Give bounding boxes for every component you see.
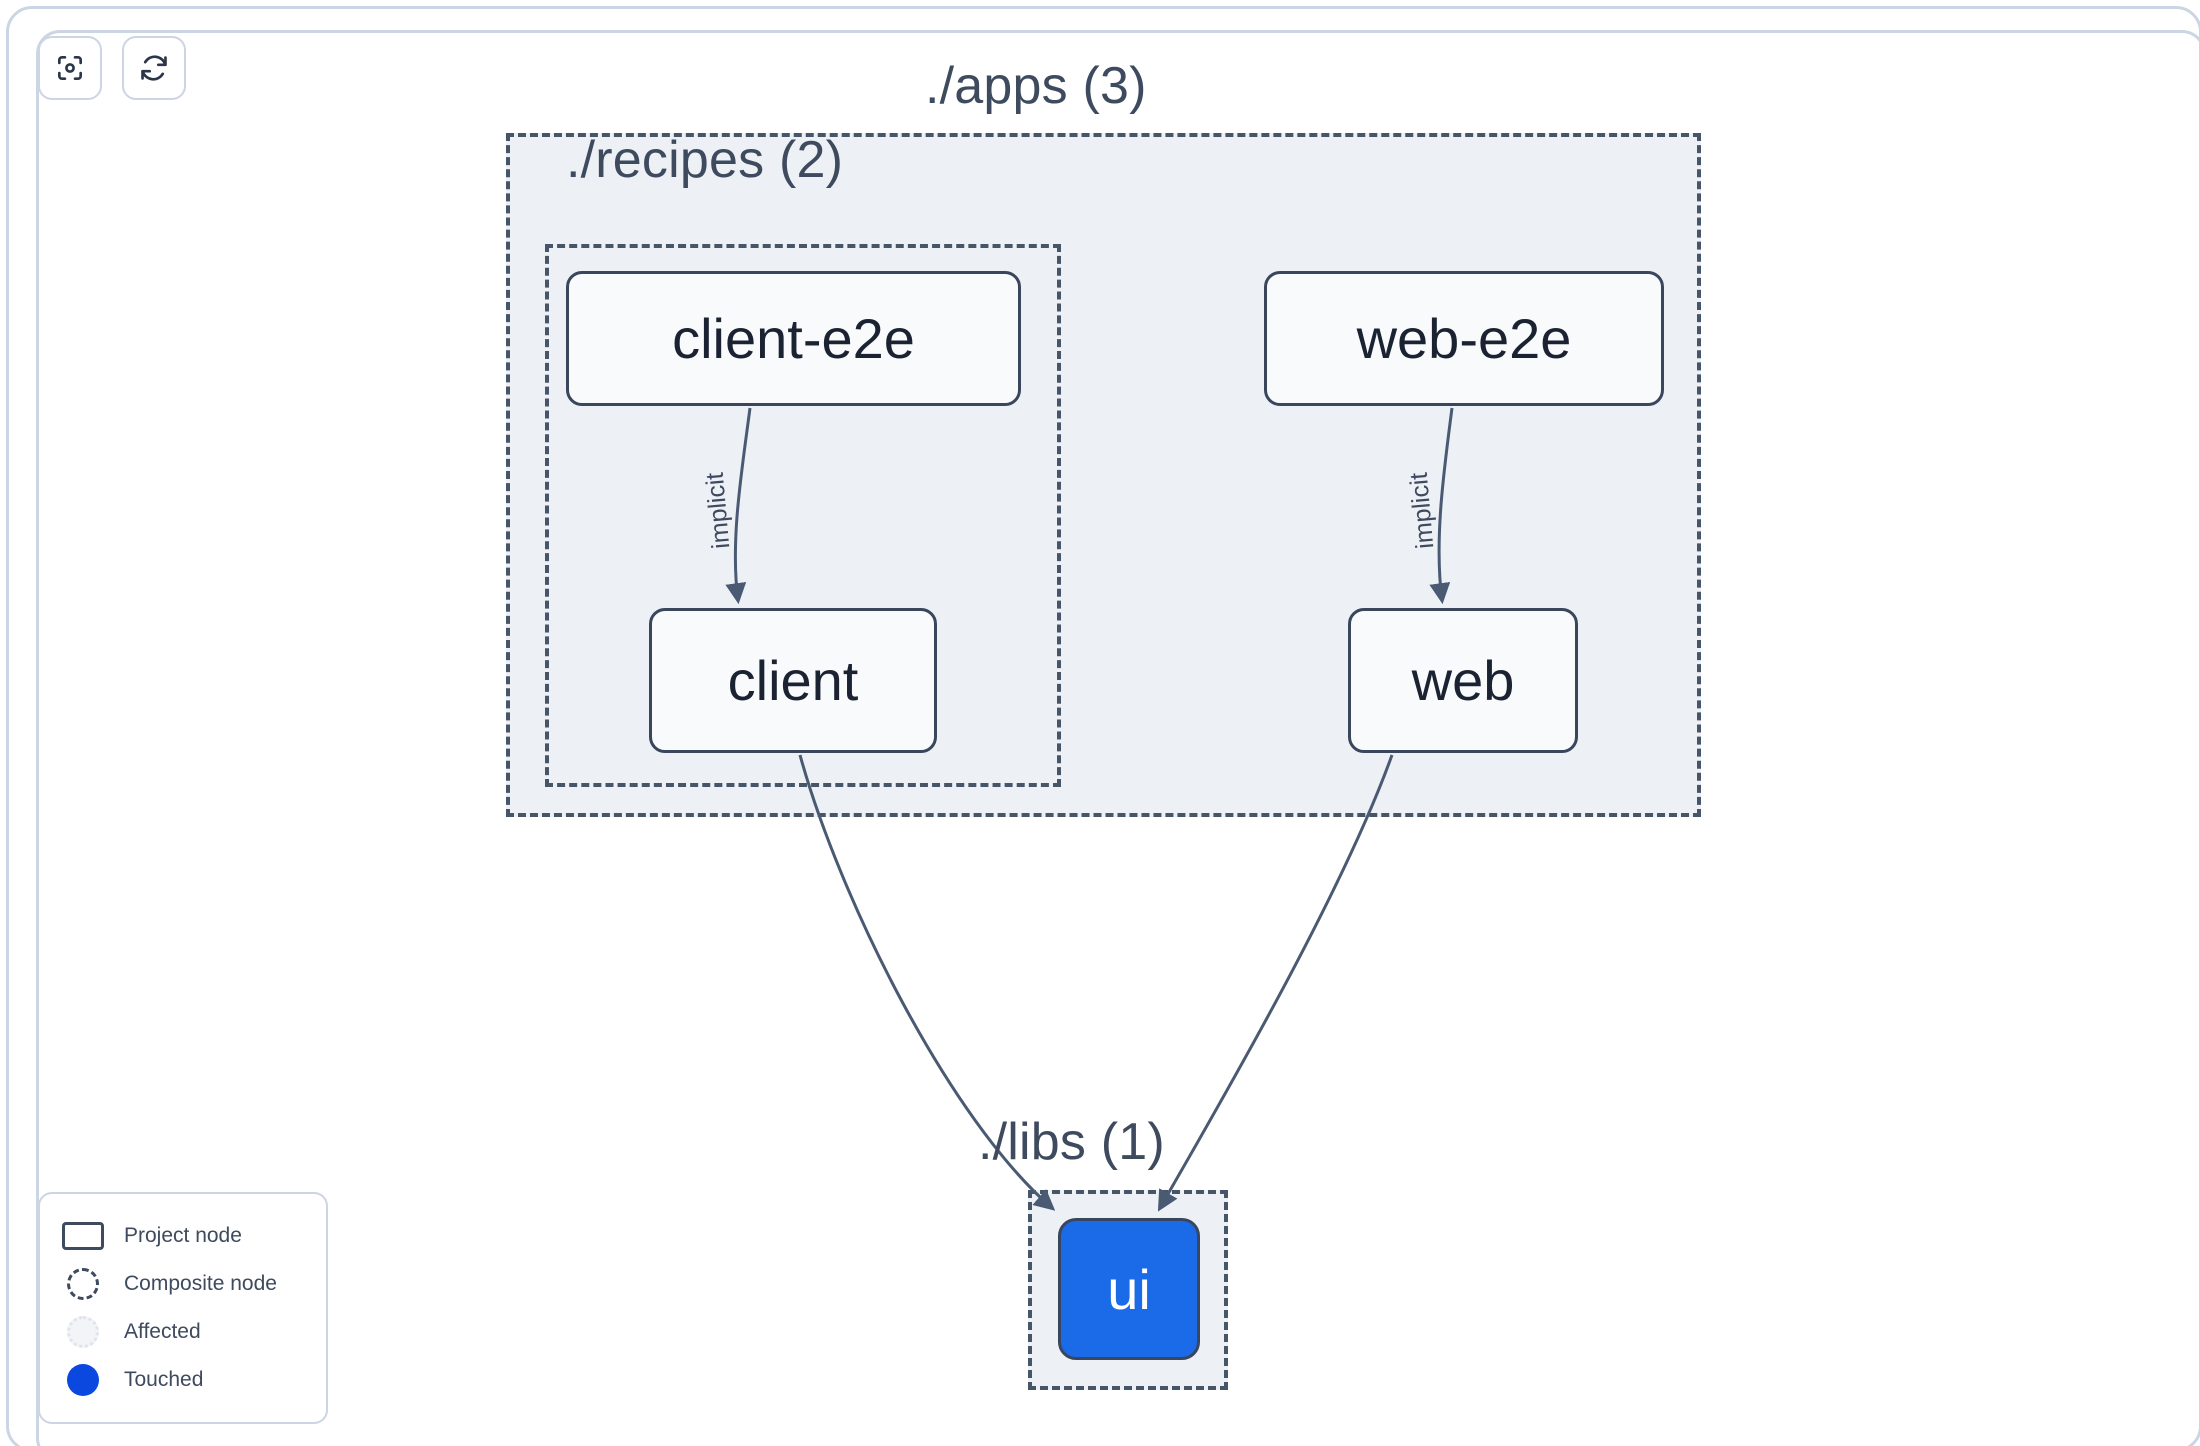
node-label: client — [727, 649, 859, 712]
affected-swatch-icon — [62, 1315, 104, 1349]
node-ui[interactable]: ui — [1058, 1218, 1200, 1360]
edge-client-to-ui — [798, 754, 1056, 1211]
focus-graph-button[interactable] — [38, 36, 102, 100]
graph-legend: Project node Composite node Affected Tou… — [38, 1192, 328, 1424]
legend-label: Affected — [124, 1320, 201, 1343]
group-label-libs: ./libs (1) — [978, 1113, 1165, 1171]
node-web-e2e[interactable]: web-e2e — [1264, 271, 1664, 406]
touched-swatch-icon — [62, 1363, 104, 1397]
node-label: web-e2e — [1356, 307, 1572, 370]
graph-toolbar — [38, 36, 186, 100]
legend-label: Touched — [124, 1368, 204, 1391]
refresh-graph-button[interactable] — [122, 36, 186, 100]
project-node-swatch-icon — [62, 1219, 104, 1253]
node-web[interactable]: web — [1348, 608, 1578, 753]
legend-item-affected: Affected — [62, 1308, 306, 1356]
legend-label: Project node — [124, 1224, 242, 1247]
node-client-e2e[interactable]: client-e2e — [566, 271, 1021, 406]
legend-item-touched: Touched — [62, 1356, 306, 1404]
focus-target-icon — [54, 52, 86, 84]
group-label-apps: ./apps (3) — [925, 57, 1147, 115]
legend-item-composite-node: Composite node — [62, 1260, 306, 1308]
node-label: web — [1411, 649, 1515, 712]
node-label: ui — [1107, 1257, 1151, 1321]
refresh-icon — [138, 52, 170, 84]
composite-node-swatch-icon — [62, 1267, 104, 1301]
legend-label: Composite node — [124, 1272, 277, 1295]
node-client[interactable]: client — [649, 608, 937, 753]
legend-item-project-node: Project node — [62, 1212, 306, 1260]
edge-web-to-ui — [1157, 754, 1394, 1212]
node-label: client-e2e — [672, 307, 915, 370]
